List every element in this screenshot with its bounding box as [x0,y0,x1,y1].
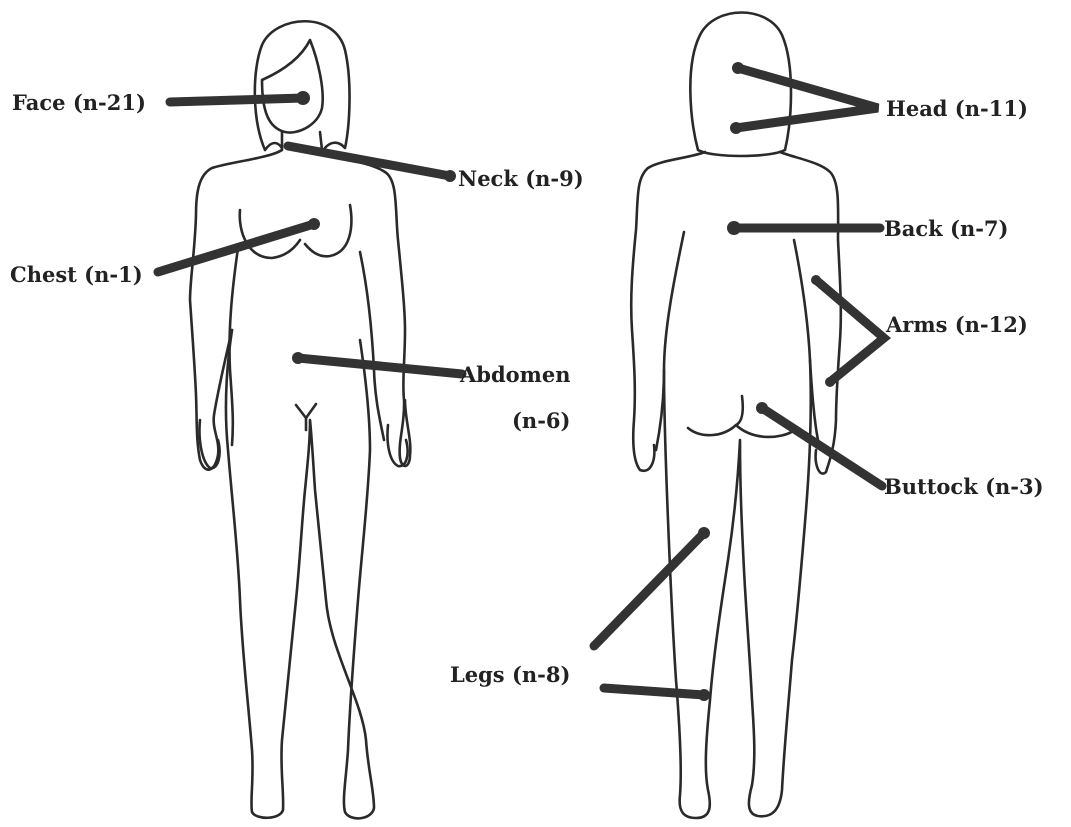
buttock-pointer-dot [756,402,768,414]
chest-pointer-dot [308,218,320,230]
arms-pointer-dot-bottom [825,377,835,387]
abdomen-pointer-dot [292,352,304,364]
legs-label: Legs (n-8) [450,662,570,687]
front-torso-outline [190,132,410,470]
front-face-outline [262,40,323,133]
head-pointer-dot-bottom [730,122,742,134]
head-pointer [736,68,878,128]
front-figure [190,21,410,818]
back-label: Back (n-7) [884,216,1008,241]
face-pointer-dot [296,91,310,105]
arms-label: Arms (n-12) [885,312,1028,337]
legs-pointer-dot-lower [698,689,710,701]
arms-pointer [816,280,884,382]
head-pointer-dot-top [732,62,744,74]
legs-pointer-upper [594,533,704,646]
neck-label: Neck (n-9) [458,166,584,191]
back-arm-inner [656,232,818,450]
legs-pointer-dot-upper [698,527,710,539]
neck-pointer [288,146,450,176]
labels: Face (n-21) Neck (n-9) Chest (n-1) Abdom… [10,90,1044,687]
head-label: Head (n-11) [886,96,1028,121]
front-hands [199,420,407,468]
front-legs-outline [226,330,374,818]
abdomen-pointer [298,358,462,374]
back-pointer-dot [727,221,741,235]
face-label: Face (n-21) [12,90,146,115]
front-groin [296,404,316,430]
buttock-label: Buttock (n-3) [884,474,1044,499]
neck-pointer-dot [444,170,456,182]
arms-pointer-dot-top [811,275,821,285]
abdomen-label-line1: Abdomen [459,362,571,387]
back-head-outline [690,13,791,157]
chest-label: Chest (n-1) [10,262,143,287]
legs-pointer-lower [604,688,704,695]
face-pointer [170,98,303,102]
abdomen-label-line2: (n-6) [512,408,570,433]
